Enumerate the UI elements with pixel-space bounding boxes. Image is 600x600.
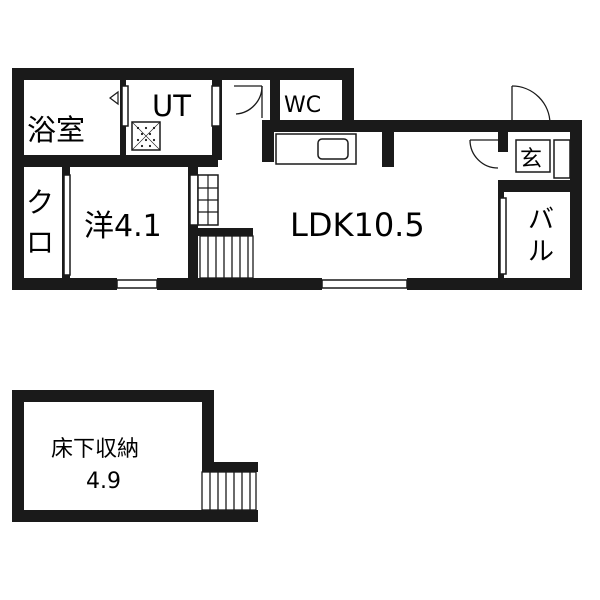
room-label-balcony-bottom: ル bbox=[528, 237, 554, 267]
room-label-closet-top: ク bbox=[26, 186, 54, 219]
bottom-windows bbox=[116, 279, 408, 289]
room-label-balcony-top: バ bbox=[528, 205, 554, 235]
room-label-entrance: 玄 bbox=[520, 147, 542, 172]
storage-walls bbox=[12, 390, 258, 522]
entrance-label-box bbox=[515, 139, 551, 173]
stairs-storage bbox=[201, 471, 257, 511]
room-label-storage: 床下収納 bbox=[51, 437, 139, 462]
stairs-main bbox=[199, 235, 254, 279]
room-label-bath: 浴室 bbox=[27, 113, 85, 147]
room-label-storage-size: 4.9 bbox=[86, 469, 121, 494]
room-label-closet-bottom: ロ bbox=[26, 226, 54, 259]
swing-doors bbox=[234, 85, 551, 169]
washer-pan bbox=[131, 121, 161, 151]
outer-walls bbox=[12, 68, 582, 290]
room-label-ldk: LDK10.5 bbox=[290, 206, 425, 244]
kitchen-counter bbox=[275, 133, 357, 165]
room-label-western: 洋4.1 bbox=[84, 209, 162, 244]
room-label-toilet: WC bbox=[284, 93, 321, 118]
door-detail-lines bbox=[198, 175, 218, 225]
room-label-utility: UT bbox=[152, 89, 191, 123]
bath-door-marker bbox=[109, 90, 119, 106]
